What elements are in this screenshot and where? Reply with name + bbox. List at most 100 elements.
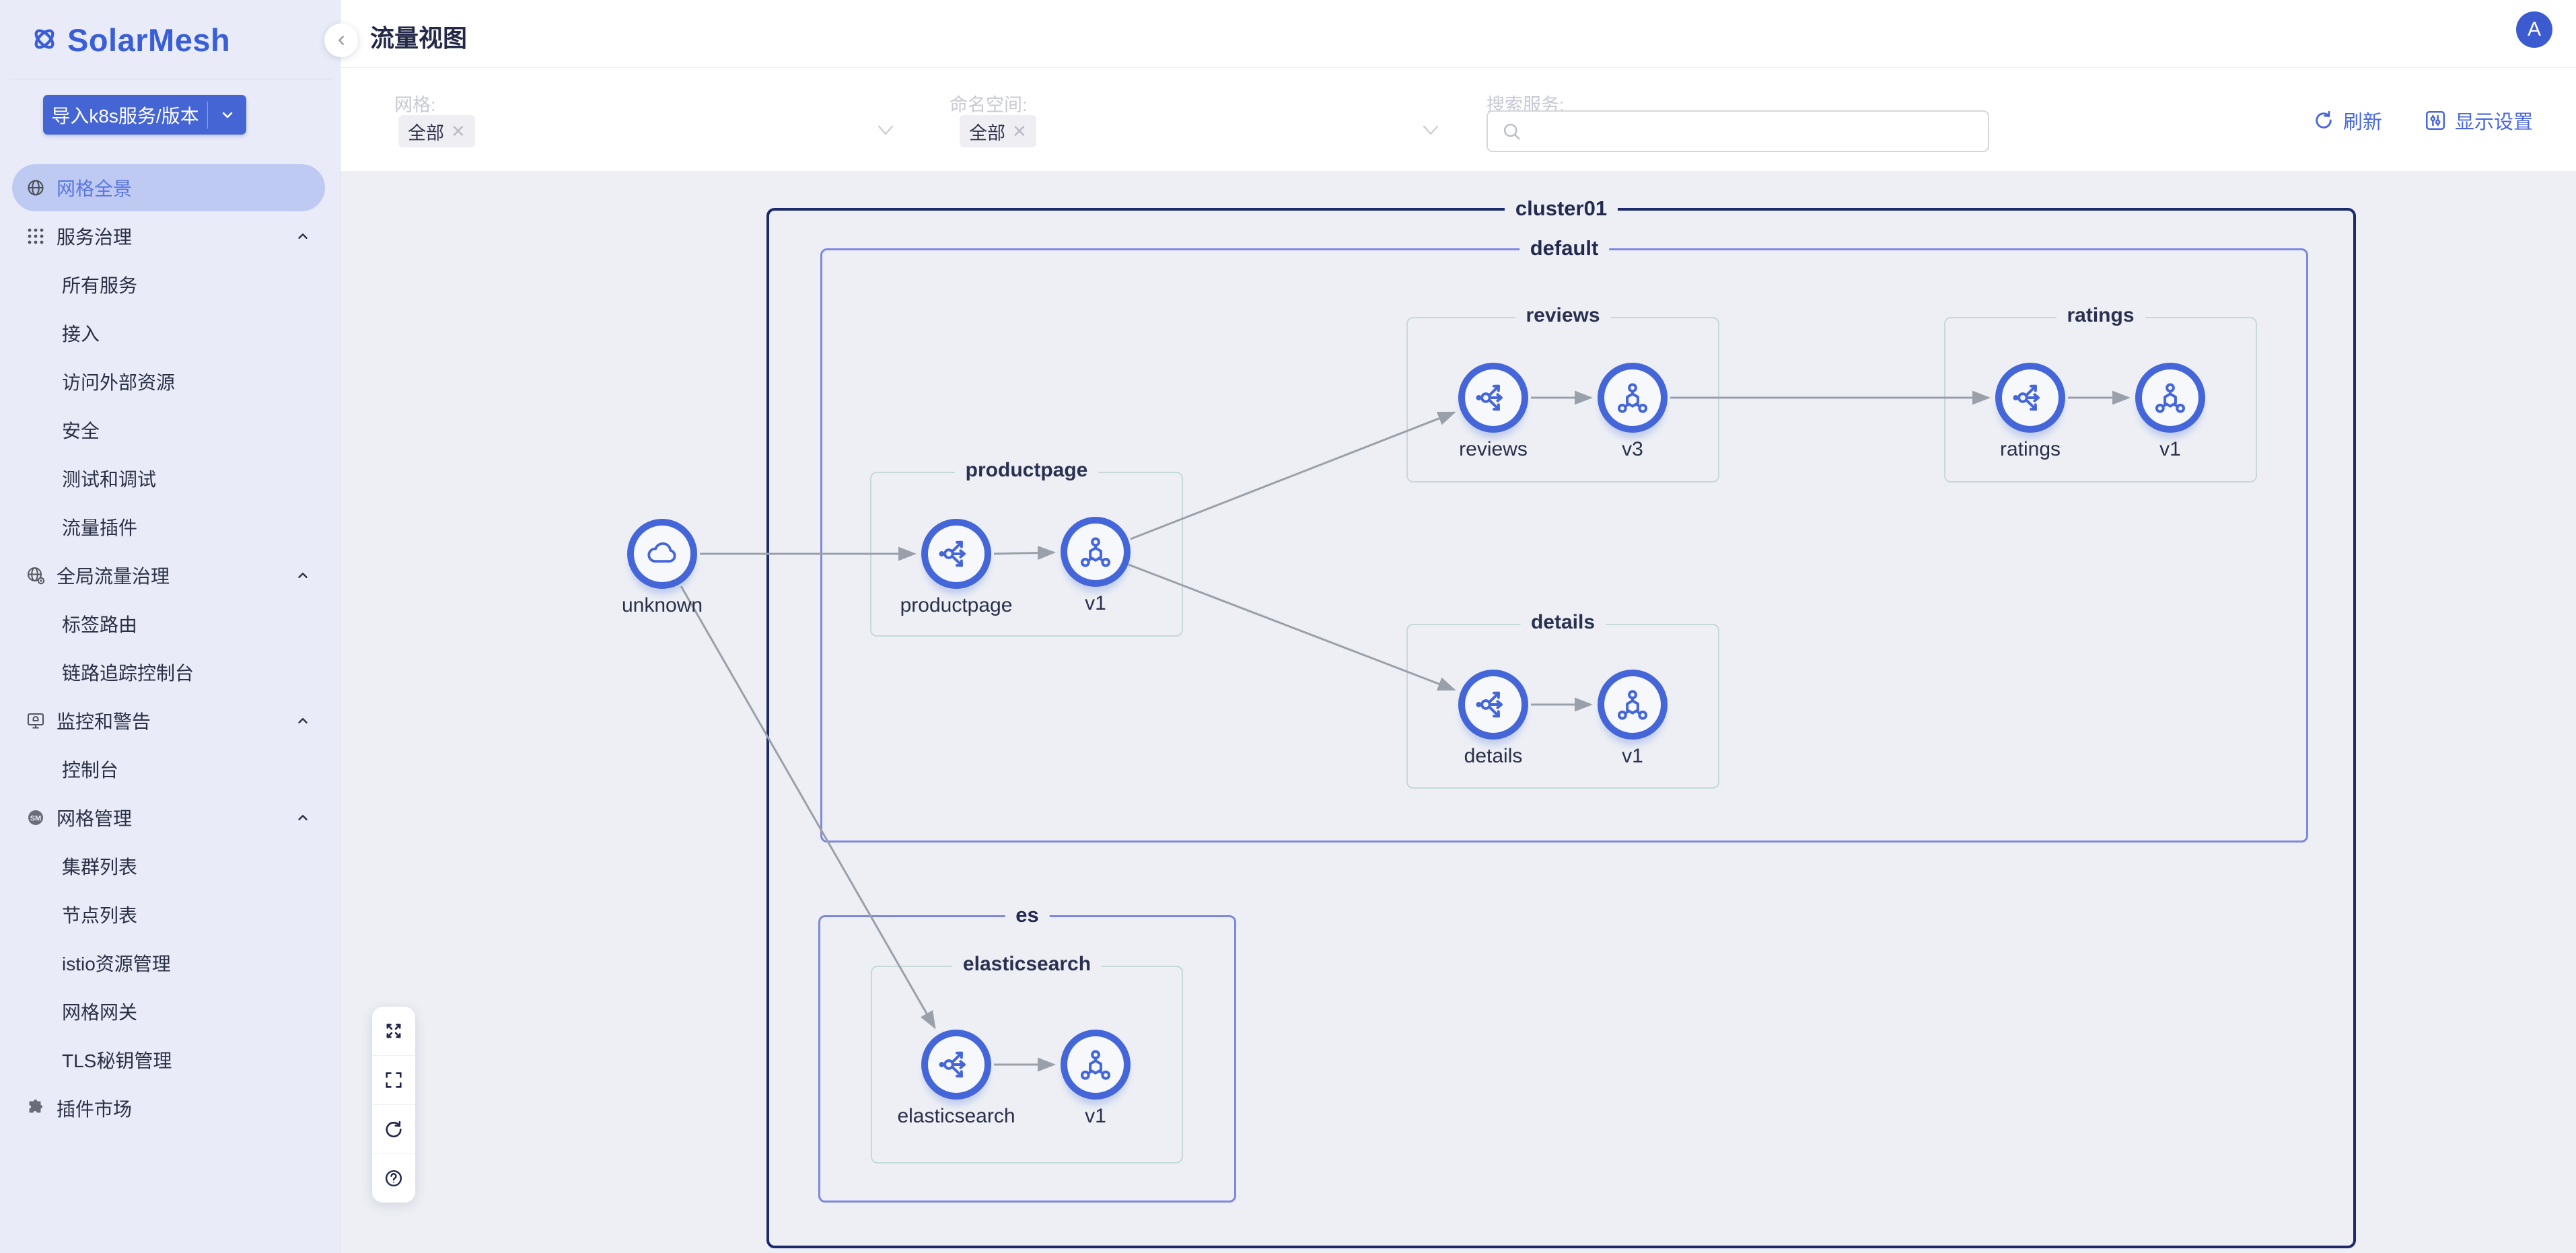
- sidebar-item-tracing-console[interactable]: 链路追踪控制台: [62, 663, 194, 684]
- close-icon[interactable]: ✕: [451, 120, 466, 141]
- avatar-initial: A: [2527, 18, 2541, 40]
- sidebar-item-security[interactable]: 安全: [62, 421, 100, 441]
- cluster-box[interactable]: cluster01: [766, 196, 2356, 1248]
- node-label: ratings: [1999, 438, 2061, 460]
- refresh-button[interactable]: 刷新: [2312, 106, 2382, 135]
- app-label: productpage: [954, 459, 1099, 482]
- namespace-label: es: [1005, 903, 1050, 927]
- sidebar-item-mesh-overview[interactable]: 网格全景: [0, 164, 340, 212]
- sidebar-item-console[interactable]: 控制台: [62, 760, 119, 781]
- node-elasticsearch-service[interactable]: [921, 1030, 991, 1100]
- sidebar-item-label-routing[interactable]: 标签路由: [62, 614, 138, 635]
- search-input[interactable]: [1531, 113, 1981, 149]
- app-box-details[interactable]: details: [1406, 611, 1719, 789]
- avatar[interactable]: A: [2516, 11, 2552, 48]
- namespace-filter-label: 命名空间:: [950, 95, 1028, 115]
- sidebar-menu: 网格全景 服务治理 所有服务 接入 访问外部资源 安全 测试和调试 流量插件: [0, 164, 340, 1133]
- sidebar-item-access[interactable]: 接入: [62, 324, 100, 345]
- mesh-filter-tag[interactable]: 全部 ✕: [398, 115, 475, 147]
- help-icon[interactable]: [372, 1153, 415, 1203]
- sidebar-group-label: 监控和警告: [57, 711, 151, 732]
- svg-text:SM: SM: [30, 815, 42, 823]
- sidebar-group-mesh-management[interactable]: SM 网格管理: [0, 793, 340, 842]
- app-box-ratings[interactable]: ratings: [1944, 304, 2257, 482]
- node-label: unknown: [621, 594, 703, 616]
- workload-icon: [2155, 383, 2186, 413]
- cluster-label: cluster01: [1504, 196, 1618, 221]
- app-box-productpage[interactable]: productpage: [870, 459, 1183, 637]
- refresh-label: 刷新: [2343, 112, 2383, 133]
- app-box-reviews[interactable]: reviews: [1406, 304, 1719, 482]
- namespace-box-es[interactable]: es: [818, 903, 1236, 1203]
- sidebar-item-all-services[interactable]: 所有服务: [62, 275, 138, 296]
- sidebar-group-label: 全局流量治理: [57, 566, 170, 587]
- node-ratings-v1[interactable]: [2135, 363, 2205, 433]
- chevron-up-icon[interactable]: [295, 713, 310, 728]
- sidebar-item-istio-resources[interactable]: istio资源管理: [62, 954, 171, 974]
- chevron-up-icon[interactable]: [295, 229, 310, 244]
- sidebar-item-mesh-gateway[interactable]: 网格网关: [62, 1002, 138, 1023]
- node-unknown[interactable]: [627, 519, 697, 589]
- service-icon: [1476, 384, 1503, 411]
- node-productpage-v1[interactable]: [1061, 517, 1131, 587]
- node-details-service[interactable]: [1458, 670, 1528, 740]
- namespace-box-default[interactable]: default: [820, 236, 2308, 843]
- node-label: v3: [1622, 438, 1643, 460]
- chevron-down-icon[interactable]: [875, 122, 896, 139]
- chevron-down-icon[interactable]: [208, 107, 246, 123]
- node-label: v1: [1085, 592, 1106, 614]
- app-title: SolarMesh: [67, 22, 231, 58]
- sidebar-item-cluster-list[interactable]: 集群列表: [62, 857, 138, 878]
- app-box-elasticsearch[interactable]: elasticsearch: [871, 953, 1183, 1164]
- workload-icon: [1080, 537, 1111, 567]
- app-label: details: [1519, 611, 1606, 634]
- chevron-down-icon[interactable]: [1421, 122, 1441, 139]
- node-label: elasticsearch: [897, 1105, 1015, 1127]
- close-icon[interactable]: ✕: [1012, 120, 1027, 141]
- display-settings-button[interactable]: 显示设置: [2424, 106, 2533, 135]
- fullscreen-icon[interactable]: [372, 1055, 415, 1104]
- namespace-filter-tag[interactable]: 全部 ✕: [960, 115, 1036, 147]
- sidebar-item-traffic-plugins[interactable]: 流量插件: [62, 517, 138, 538]
- reload-icon[interactable]: [372, 1104, 415, 1153]
- workload-icon: [1617, 383, 1648, 413]
- app-label: reviews: [1515, 304, 1611, 327]
- sidebar-group-global-traffic[interactable]: 全局流量治理: [0, 551, 340, 600]
- expand-icon[interactable]: [372, 1007, 415, 1055]
- sidebar-item-label: 插件市场: [57, 1099, 133, 1120]
- node-elasticsearch-v1[interactable]: [1061, 1030, 1131, 1100]
- display-settings-label: 显示设置: [2455, 112, 2534, 133]
- node-ratings-service[interactable]: [1995, 363, 2065, 433]
- node-productpage-service[interactable]: [921, 519, 991, 589]
- sidebar-item-test-debug[interactable]: 测试和调试: [62, 469, 157, 490]
- sidebar-item-external-resources[interactable]: 访问外部资源: [62, 372, 176, 393]
- node-reviews-service[interactable]: [1458, 363, 1528, 433]
- chevron-up-icon[interactable]: [295, 810, 310, 825]
- sidebar-group-monitoring[interactable]: 监控和警告: [0, 696, 340, 745]
- node-details-v1[interactable]: [1598, 670, 1668, 740]
- sidebar-item-node-list[interactable]: 节点列表: [62, 905, 138, 926]
- sidebar-item-plugin-market[interactable]: 插件市场: [0, 1084, 340, 1133]
- namespace-filter-value: 全部: [969, 122, 1005, 143]
- sidebar-group-service-governance[interactable]: 服务治理: [0, 212, 340, 260]
- page-title: 流量视图: [370, 24, 468, 52]
- import-k8s-label: 导入k8s服务/版本: [51, 105, 199, 127]
- node-label: reviews: [1459, 438, 1528, 460]
- edge-productpage-v1: [993, 546, 1056, 561]
- topbar: 流量视图 A: [324, 0, 2576, 68]
- sidebar-collapse-button[interactable]: [324, 24, 358, 57]
- search-box: [1487, 110, 1989, 152]
- sidebar-item-tls-secrets[interactable]: TLS秘钥管理: [62, 1050, 172, 1071]
- node-reviews-v3[interactable]: [1598, 363, 1668, 433]
- grid-dots-icon: [28, 228, 44, 244]
- service-icon: [939, 1051, 966, 1078]
- service-icon: [1476, 691, 1503, 718]
- chevron-up-icon[interactable]: [295, 568, 310, 583]
- traffic-graph-canvas[interactable]: cluster01 default reviews ratings produc…: [341, 171, 2576, 1253]
- refresh-icon: [2316, 110, 2332, 129]
- canvas-toolbar: [372, 1007, 415, 1203]
- globe-gear-icon: [28, 567, 45, 585]
- globe-icon: [28, 180, 44, 196]
- import-k8s-button[interactable]: 导入k8s服务/版本: [43, 95, 246, 135]
